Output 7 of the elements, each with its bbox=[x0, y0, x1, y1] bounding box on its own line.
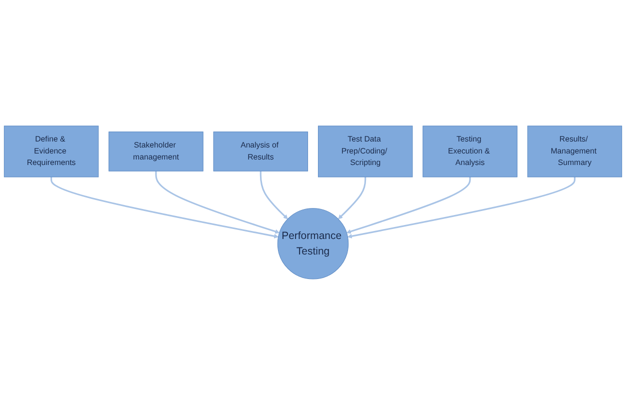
arrow bbox=[155, 171, 280, 234]
arrow bbox=[347, 176, 576, 238]
node-circle: Performance Testing bbox=[277, 208, 349, 280]
arrow bbox=[338, 176, 366, 220]
arrow bbox=[346, 176, 471, 234]
arrow bbox=[260, 171, 288, 220]
arrow bbox=[50, 176, 279, 238]
